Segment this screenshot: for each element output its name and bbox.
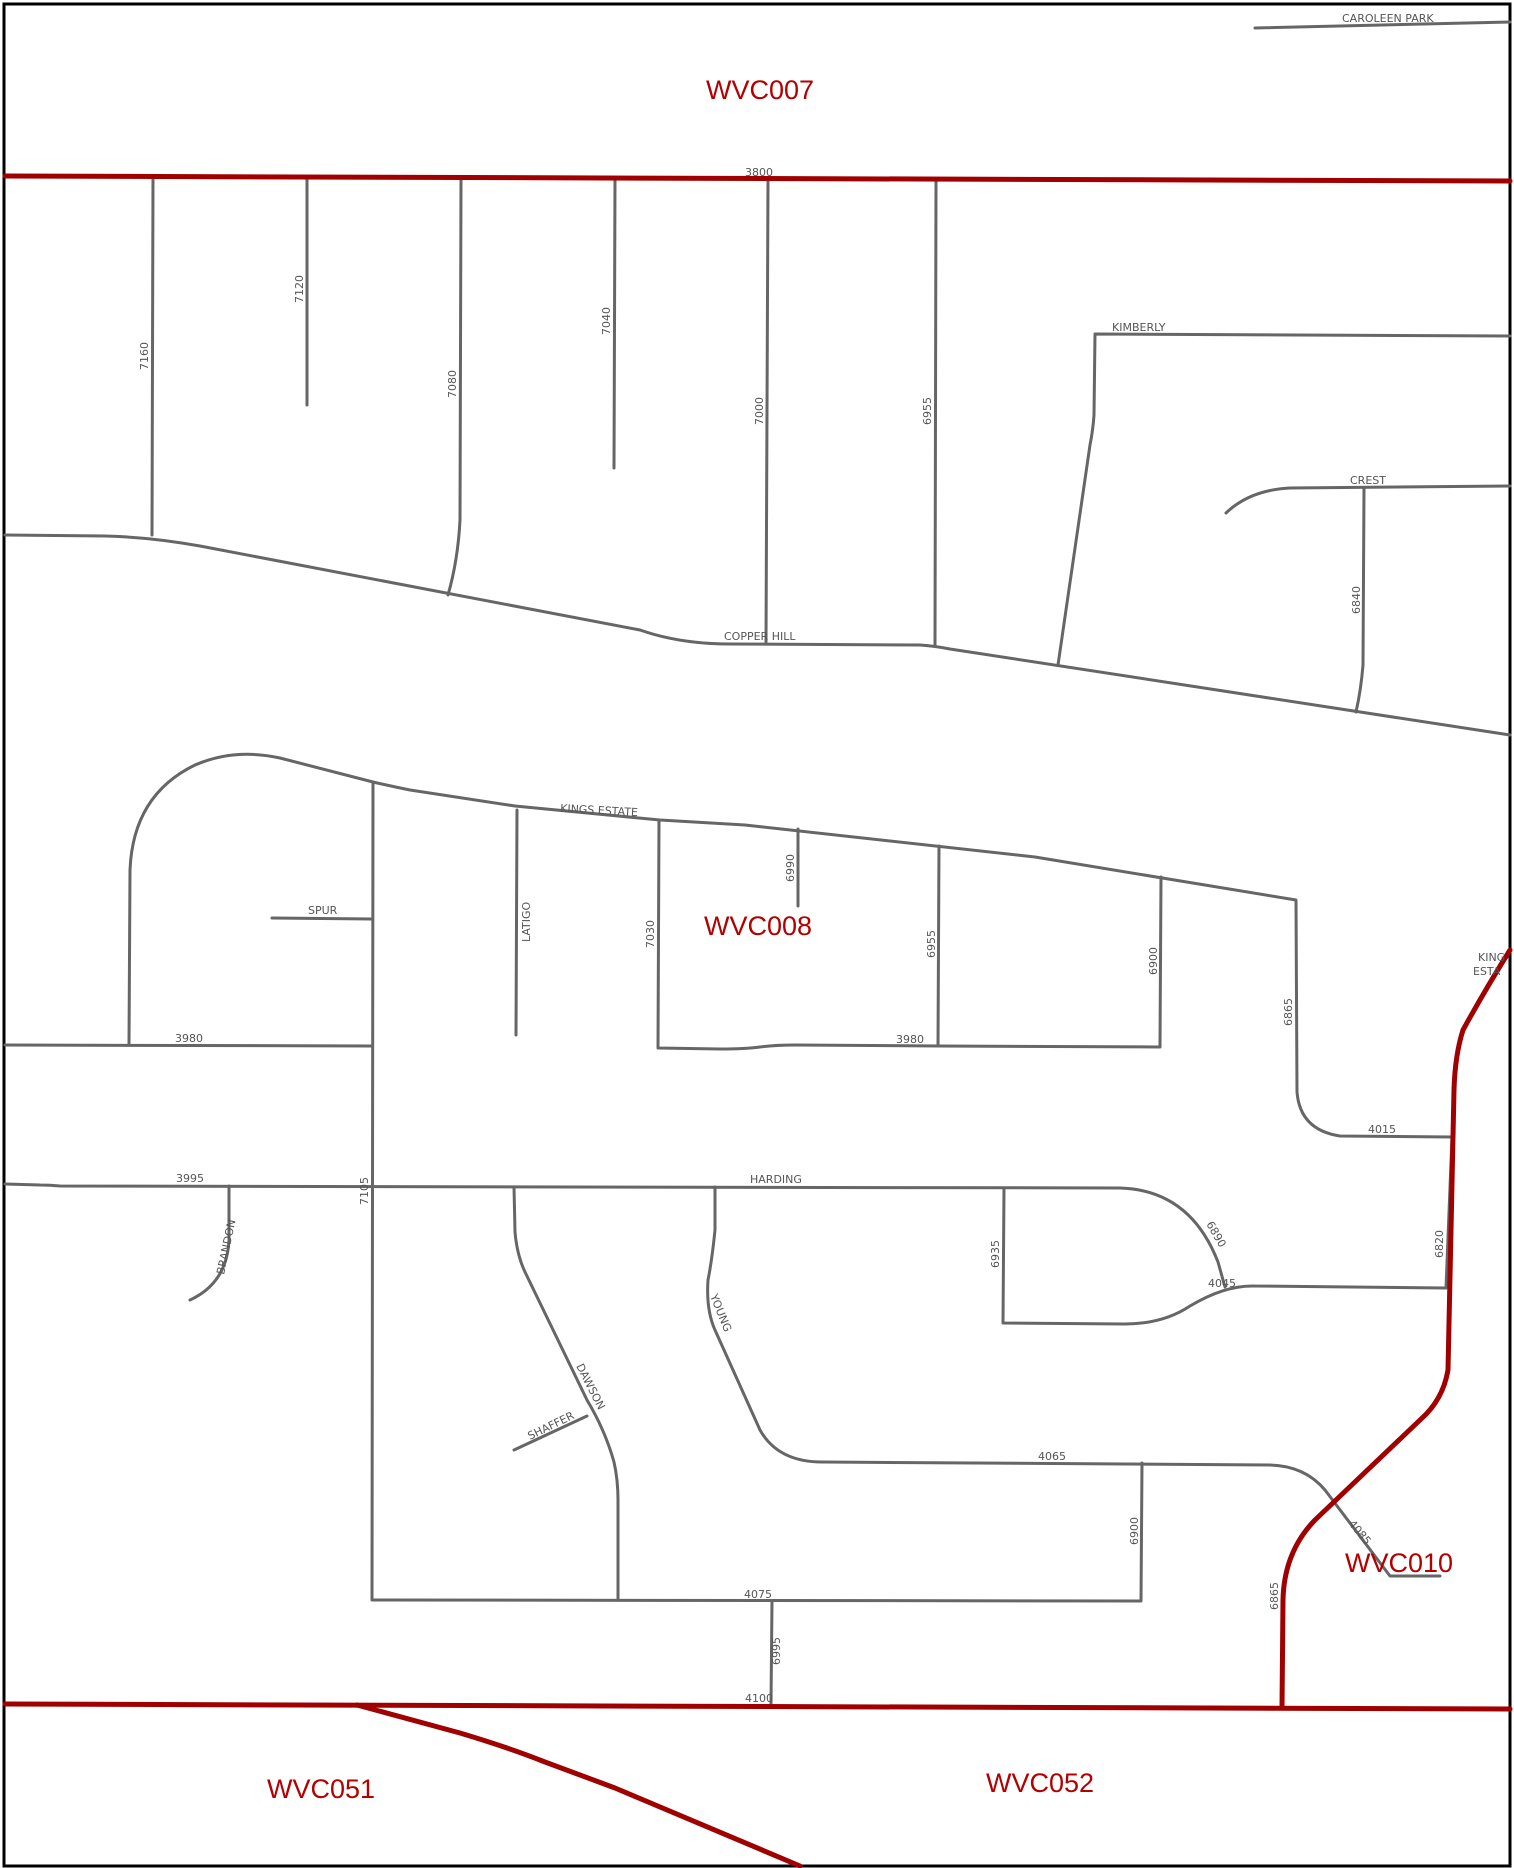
label-7030: 7030 — [644, 920, 657, 948]
district-label-wvc007: WVC007 — [706, 75, 814, 105]
road-7000 — [764, 178, 770, 644]
label-7105: 7105 — [358, 1177, 371, 1205]
road-7160 — [150, 176, 155, 537]
road-3980-left — [3, 1043, 374, 1048]
road-kimberly — [1056, 332, 1512, 667]
label-spur: SPUR — [308, 904, 338, 917]
label-7040: 7040 — [600, 307, 613, 335]
road-spur — [270, 916, 374, 921]
road-latigo — [514, 808, 519, 1037]
label-6990: 6990 — [784, 854, 797, 882]
district-label-wvc051: WVC051 — [267, 1774, 375, 1804]
road-young — [706, 1185, 1442, 1578]
label-6900-mid: 6900 — [1147, 947, 1160, 975]
road-6900-mid — [936, 875, 1163, 1049]
label-6935: 6935 — [989, 1240, 1002, 1268]
label-caroleen-park: CAROLEEN PARK — [1342, 12, 1434, 25]
label-6865-low: 6865 — [1268, 1582, 1281, 1610]
road-7040 — [612, 177, 617, 470]
label-7160: 7160 — [138, 342, 151, 370]
road-6840 — [1354, 486, 1366, 714]
label-3980-mid: 3980 — [896, 1033, 924, 1046]
road-kings-estate — [371, 780, 1454, 1139]
road-7030 — [656, 819, 942, 1051]
label-4075: 4075 — [744, 1588, 772, 1601]
road-network — [3, 20, 1512, 1706]
label-6840: 6840 — [1350, 586, 1363, 614]
boundary-3800 — [2, 173, 1513, 184]
road-harding — [3, 1182, 1227, 1289]
label-4065: 4065 — [1038, 1450, 1066, 1463]
label-6995: 6995 — [770, 1637, 783, 1665]
boundary-east — [1279, 947, 1513, 1710]
label-7000: 7000 — [753, 397, 766, 425]
road-7105 — [370, 780, 1144, 1603]
road-6995 — [769, 1599, 774, 1706]
district-labels: WVC007 WVC008 WVC010 WVC051 WVC052 — [267, 75, 1453, 1804]
label-4045: 4045 — [1208, 1277, 1236, 1290]
label-7120: 7120 — [293, 275, 306, 303]
road-crest — [1224, 484, 1512, 515]
label-4015: 4015 — [1368, 1123, 1396, 1136]
label-3995: 3995 — [176, 1172, 204, 1185]
district-label-wvc008: WVC008 — [704, 911, 812, 941]
label-harding: HARDING — [750, 1173, 802, 1186]
road-brandon — [188, 1184, 231, 1302]
label-crest: CREST — [1350, 474, 1386, 487]
road-6955-mid — [936, 844, 941, 1048]
road-dawson — [512, 1185, 620, 1602]
road-6935-loop — [1001, 1186, 1448, 1326]
district-label-wvc052: WVC052 — [986, 1768, 1094, 1798]
label-4100: 4100 — [745, 1692, 773, 1705]
label-6955-top: 6955 — [921, 397, 934, 425]
boundary-4100 — [2, 1701, 1513, 1712]
label-copper-hill: COPPER HILL — [724, 630, 796, 643]
label-latigo: LATIGO — [520, 901, 533, 942]
label-6900-low: 6900 — [1128, 1517, 1141, 1545]
label-6865-mid: 6865 — [1282, 998, 1295, 1026]
label-6820: 6820 — [1433, 1230, 1446, 1258]
label-kings-estate-edge-2: ESTA — [1473, 965, 1501, 978]
label-6955-mid: 6955 — [925, 930, 938, 958]
road-6955-top — [933, 178, 938, 647]
precinct-boundaries — [2, 173, 1513, 1868]
label-3800: 3800 — [745, 166, 773, 179]
road-caroleen-park — [1253, 20, 1512, 30]
label-kings-estate: KINGS ESTATE — [560, 802, 638, 819]
label-3980-left: 3980 — [175, 1032, 203, 1045]
district-label-wvc010: WVC010 — [1345, 1548, 1453, 1578]
label-kings-estate-edge-1: KING — [1478, 951, 1505, 964]
label-7080: 7080 — [446, 370, 459, 398]
road-copper-hill — [3, 533, 1512, 737]
road-cul-de-sac-loop — [127, 752, 375, 1047]
road-7080 — [446, 177, 463, 597]
boundary-diagonal-south — [354, 1702, 803, 1868]
label-kimberly: KIMBERLY — [1112, 321, 1166, 334]
road-shaffer — [512, 1414, 589, 1452]
